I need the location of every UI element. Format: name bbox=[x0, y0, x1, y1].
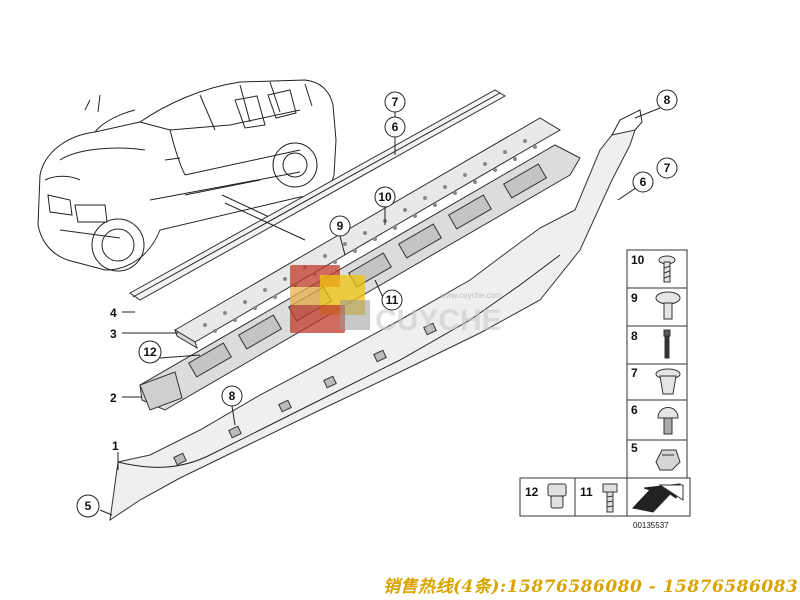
callout-7a: 7 bbox=[384, 91, 406, 113]
callout-7b-number: 7 bbox=[664, 161, 671, 175]
label-part-3: 3 bbox=[110, 327, 117, 341]
callout-6a: 6 bbox=[384, 116, 406, 138]
callout-5-number: 5 bbox=[85, 499, 92, 513]
callout-8b: 8 bbox=[221, 385, 243, 407]
pin-clip-icon bbox=[663, 329, 671, 359]
panel-row-6-number: 6 bbox=[631, 403, 638, 417]
bolt-icon bbox=[602, 483, 618, 513]
label-part-1: 1 bbox=[112, 439, 119, 453]
callout-10: 10 bbox=[374, 186, 396, 208]
screw-icon bbox=[658, 255, 676, 283]
skirt-clips bbox=[173, 322, 437, 466]
panel-row-8-number: 8 bbox=[631, 329, 638, 343]
callout-5: 5 bbox=[76, 494, 100, 518]
side-skirt-part-1 bbox=[109, 109, 643, 522]
panel-row-9-number: 9 bbox=[631, 291, 638, 305]
panel-row-12-number: 12 bbox=[525, 485, 539, 499]
callout-12-number: 12 bbox=[143, 345, 157, 359]
callout-8a-number: 8 bbox=[664, 93, 671, 107]
callout-9: 9 bbox=[329, 215, 351, 237]
sill-strip-part-4 bbox=[129, 89, 506, 301]
sheet-metal-clip-icon bbox=[655, 449, 681, 471]
fasteners-bottom-panel: 12 11 bbox=[519, 477, 691, 517]
panel-row-10-number: 10 bbox=[631, 253, 645, 267]
arrow-icon bbox=[632, 483, 684, 513]
callout-7b: 7 bbox=[656, 157, 678, 179]
callout-11-number: 11 bbox=[386, 293, 399, 307]
callout-7a-number: 7 bbox=[392, 95, 399, 109]
callout-6a-number: 6 bbox=[392, 120, 399, 134]
clip-nut-icon bbox=[547, 483, 567, 509]
vehicle-outline bbox=[37, 79, 337, 272]
push-clip-icon bbox=[657, 407, 679, 435]
callout-11: 11 bbox=[381, 289, 403, 311]
callout-6b: 6 bbox=[632, 171, 654, 193]
grommet-nut-icon bbox=[655, 368, 681, 395]
label-part-4: 4 bbox=[110, 306, 117, 320]
label-part-2: 2 bbox=[110, 391, 117, 405]
sales-hotline-text: 销售热线(4条):15876586080 - 15876586083 bbox=[383, 577, 799, 597]
callout-10-number: 10 bbox=[378, 190, 392, 204]
panel-row-7-number: 7 bbox=[631, 366, 638, 380]
expanding-rivet-icon bbox=[655, 291, 681, 320]
callout-8b-number: 8 bbox=[229, 389, 236, 403]
watermark-url: www.cuyche.com bbox=[439, 291, 502, 300]
callout-6b-number: 6 bbox=[640, 175, 647, 189]
panel-row-5-number: 5 bbox=[631, 441, 638, 455]
callout-8a: 8 bbox=[656, 89, 678, 111]
step-plate-part-3 bbox=[174, 117, 561, 350]
step-plate-holes bbox=[203, 139, 537, 333]
callout-12: 12 bbox=[138, 340, 162, 364]
callout-9-number: 9 bbox=[337, 219, 344, 233]
diagram-code: 00135537 bbox=[633, 521, 669, 530]
panel-row-11-number: 11 bbox=[580, 485, 593, 499]
fasteners-panel: 10 9 8 7 6 5 bbox=[626, 249, 688, 481]
